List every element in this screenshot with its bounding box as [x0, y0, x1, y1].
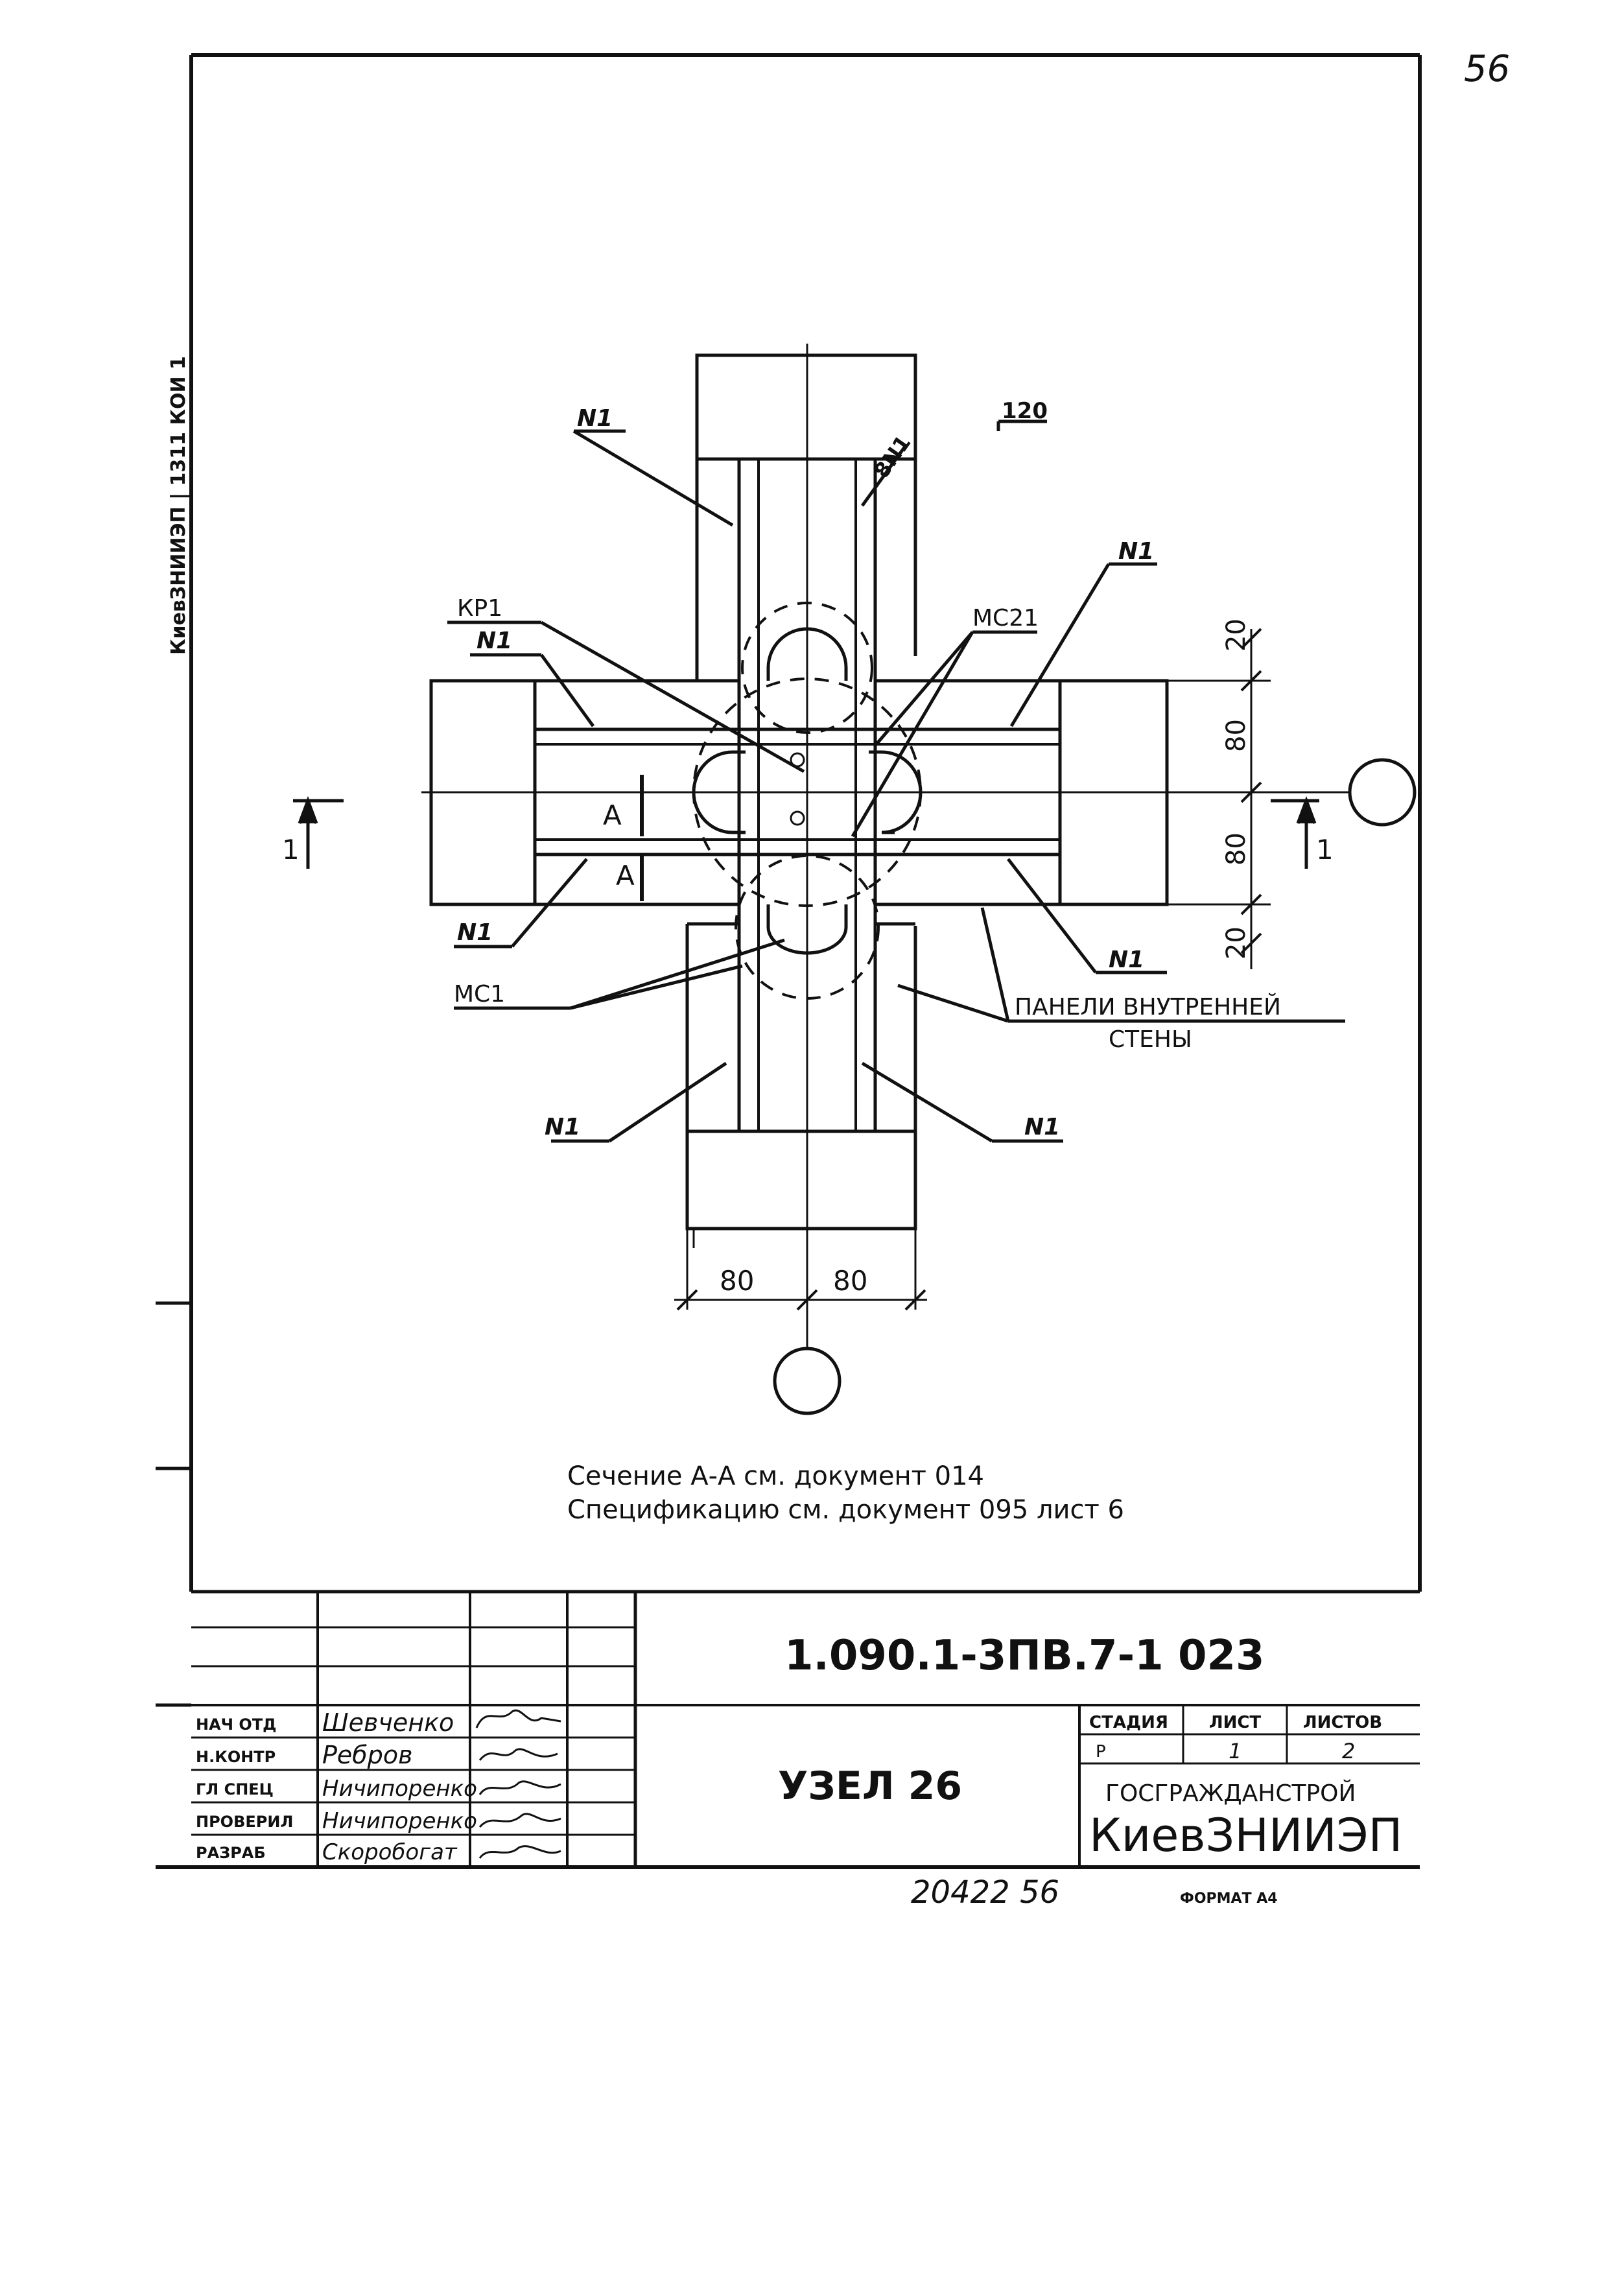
org-institute: КиевЗНИИЭП	[1089, 1809, 1402, 1862]
side-stamp: КиевЗНИИЭП | 1311 КОИ 1	[167, 356, 190, 655]
inventory-number: 20422 56	[911, 1874, 1059, 1911]
name-developed: Скоробогат	[322, 1839, 458, 1865]
node-title: УЗЕЛ 26	[778, 1763, 962, 1809]
signature-table: НАЧ ОТД Шевченко Н.КОНТР Ребров ГЛ СПЕЦ …	[196, 1708, 477, 1865]
label-n1-bottom-left: N1	[545, 1114, 580, 1140]
dim-80-right: 80	[833, 1265, 867, 1297]
page-number: 56	[1464, 48, 1510, 90]
sheets-header: ЛИСТОВ	[1303, 1713, 1382, 1732]
label-n1-bottom-right: N1	[1024, 1114, 1060, 1140]
role-norm-control: Н.КОНТР	[196, 1748, 276, 1766]
stage-table: СТАДИЯ ЛИСТ ЛИСТОВ Р 1 2	[1089, 1713, 1382, 1763]
bottom-panel	[685, 1129, 917, 1231]
name-chief-spec: Ничипоренко	[322, 1776, 477, 1802]
role-checked: ПРОВЕРИЛ	[196, 1813, 293, 1831]
sheet-frame	[156, 53, 1422, 1869]
name-norm-control: Ребров	[322, 1741, 413, 1769]
name-head-dept: Шевченко	[322, 1708, 454, 1737]
dim-80-top: 80	[1221, 719, 1251, 752]
sheets-value: 2	[1342, 1739, 1355, 1763]
stage-value: Р	[1096, 1742, 1106, 1762]
label-mc21: МС21	[972, 605, 1039, 631]
paper-format: ФОРМАТ А4	[1180, 1891, 1278, 1907]
label-section-1-right: 1	[1316, 834, 1334, 866]
label-section-a2: А	[616, 860, 635, 891]
note-section: Сечение А-А см. документ 014	[567, 1461, 984, 1491]
label-n1-right-bottom: N1	[1109, 947, 1144, 973]
label-panels-line2: СТЕНЫ	[1109, 1026, 1192, 1053]
label-mc1: МС1	[454, 981, 505, 1007]
label-panels-line1: ПАНЕЛИ ВНУТРЕННЕЙ	[1015, 993, 1281, 1020]
role-head-dept: НАЧ ОТД	[196, 1715, 277, 1734]
dim-20-bottom: 20	[1221, 926, 1251, 960]
label-n1-left-bottom: N1	[457, 919, 493, 946]
label-n1-right-top: N1	[1118, 538, 1154, 565]
title-block	[156, 1590, 1420, 1867]
label-section-1-left: 1	[282, 834, 300, 866]
label-n1-left-top: N1	[477, 628, 512, 654]
sheet-value: 1	[1229, 1739, 1242, 1763]
dimension-values: 20 80 80 20 80 80	[720, 619, 1251, 1297]
drawing-labels: N1 120 8N1 N1 КР1 N1 МС21 А А 1 1 N1 N1 …	[282, 398, 1334, 1140]
role-chief-spec: ГЛ СПЕЦ	[196, 1780, 274, 1798]
doc-code: 1.090.1-3ПВ.7-1 023	[784, 1632, 1265, 1680]
node-drawing	[293, 344, 1417, 1415]
role-developed: РАЗРАБ	[196, 1844, 266, 1862]
label-section-a1: А	[603, 799, 622, 831]
note-specification: Спецификацию см. документ 095 лист 6	[567, 1495, 1124, 1525]
org-ministry: ГОСГРАЖДАНСТРОЙ	[1105, 1780, 1356, 1807]
dim-20-top: 20	[1221, 619, 1251, 652]
dim-80-left: 80	[720, 1265, 754, 1297]
signatures	[475, 1709, 561, 1859]
dim-80-bottom: 80	[1221, 832, 1251, 866]
axis-bubble-bottom	[773, 1347, 841, 1415]
sheet-header: ЛИСТ	[1209, 1713, 1261, 1732]
label-kr1: КР1	[457, 595, 502, 622]
name-checked: Ничипоренко	[322, 1808, 477, 1834]
label-n1-top: N1	[577, 405, 613, 432]
axis-bubble-right	[1348, 758, 1417, 827]
stage-header: СТАДИЯ	[1089, 1713, 1168, 1732]
label-bracket-120: 120	[1002, 398, 1048, 424]
